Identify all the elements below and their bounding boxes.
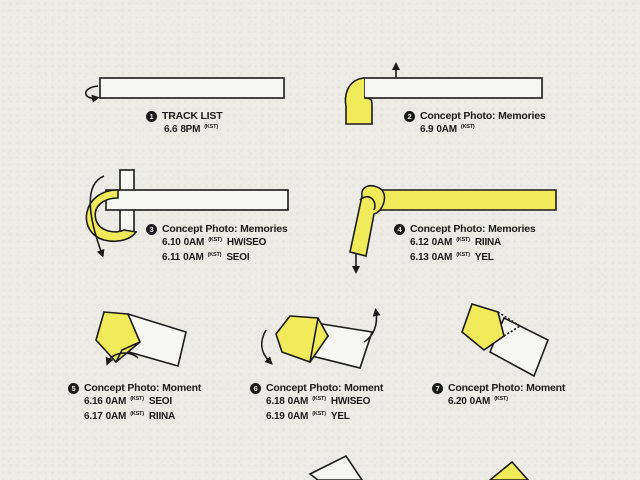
fold-diagram-5 (95, 311, 187, 367)
step-number-badge: 7 (432, 382, 443, 394)
member-name: YEL (330, 411, 350, 422)
step-number-badge: 3 (146, 223, 157, 235)
member-name: RIINA (474, 237, 502, 248)
fold-diagram-2 (344, 62, 543, 125)
step-number-badge: 6 (250, 382, 261, 394)
member-name: SEOI (226, 252, 250, 263)
member-name: SEOI (148, 396, 172, 407)
member-name: HWISEO (226, 237, 267, 248)
fold-diagram-7 (461, 303, 550, 378)
fold-diagram-4 (349, 184, 557, 274)
step-number-badge: 2 (404, 110, 415, 122)
step-number-badge: 1 (146, 110, 157, 122)
fold-diagram-3 (85, 169, 289, 258)
step-title: Concept Photo: Moment (448, 382, 566, 394)
step-number-badge: 5 (68, 382, 79, 394)
fold-diagram-6 (260, 308, 381, 369)
step-title: Concept Photo: Moment (266, 382, 384, 394)
fold-diagram-9-partial (488, 460, 530, 480)
step-title: Concept Photo: Moment (84, 382, 202, 394)
step-title: Concept Photo: Memories (410, 223, 536, 235)
member-name: HWISEO (330, 396, 371, 407)
fold-diagram-1 (84, 77, 285, 103)
member-name: YEL (474, 252, 494, 263)
step-title: Concept Photo: Memories (162, 223, 288, 235)
step-number-badge: 4 (394, 223, 405, 235)
member-name: RIINA (148, 411, 176, 422)
step-title: TRACK LIST (162, 110, 223, 122)
fold-diagram-8-partial (308, 454, 363, 480)
step-title: Concept Photo: Memories (420, 110, 546, 122)
